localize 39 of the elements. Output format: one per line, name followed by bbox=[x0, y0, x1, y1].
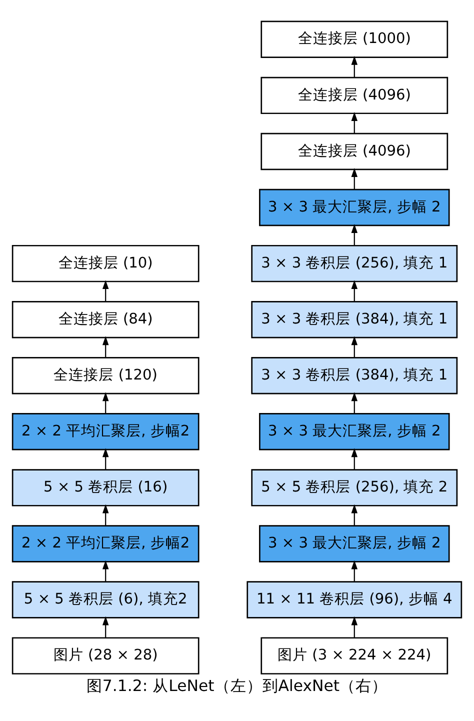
arrow bbox=[102, 616, 109, 638]
node-box: 3 × 3 卷积层 (384), 填充 1 bbox=[251, 300, 458, 338]
arrow bbox=[351, 448, 358, 470]
node-box: 11 × 11 卷积层 (96), 步幅 4 bbox=[246, 581, 462, 618]
arrow bbox=[102, 336, 109, 358]
arrow bbox=[102, 560, 109, 582]
node-box: 全连接层 (84) bbox=[12, 300, 200, 338]
arrow bbox=[351, 56, 358, 78]
arrow bbox=[102, 448, 109, 470]
node-box: 3 × 3 最大汇聚层, 步幅 2 bbox=[259, 525, 450, 562]
arrow bbox=[102, 504, 109, 526]
node-box: 2 × 2 平均汇聚层, 步幅2 bbox=[12, 413, 200, 450]
arrow bbox=[351, 616, 358, 638]
node-box: 全连接层 (4096) bbox=[260, 76, 448, 114]
caption: 图7.1.2: 从LeNet（左）到AlexNet（右） bbox=[86, 676, 388, 695]
node-box: 5 × 5 卷积层 (6), 填充2 bbox=[12, 581, 200, 618]
node-box: 5 × 5 卷积层 (16) bbox=[12, 469, 200, 506]
arrow bbox=[351, 336, 358, 358]
arrow bbox=[351, 168, 358, 190]
node-box: 3 × 3 卷积层 (384), 填充 1 bbox=[251, 357, 458, 394]
arrow bbox=[351, 392, 358, 414]
node-box: 图片 (28 × 28) bbox=[12, 637, 200, 674]
node-box: 3 × 3 卷积层 (256), 填充 1 bbox=[251, 244, 458, 282]
node-box: 全连接层 (4096) bbox=[260, 132, 448, 170]
arrow bbox=[351, 112, 358, 134]
node-box: 全连接层 (1000) bbox=[260, 20, 448, 58]
arrow bbox=[351, 560, 358, 582]
node-box: 图片 (3 × 224 × 224) bbox=[260, 637, 448, 674]
node-box: 2 × 2 平均汇聚层, 步幅2 bbox=[12, 525, 200, 562]
arrow bbox=[351, 224, 358, 246]
node-box: 5 × 5 卷积层 (256), 填充 2 bbox=[251, 469, 458, 506]
node-box: 3 × 3 最大汇聚层, 步幅 2 bbox=[259, 188, 450, 226]
arrow bbox=[102, 280, 109, 302]
arrow bbox=[351, 504, 358, 526]
node-box: 全连接层 (120) bbox=[12, 357, 200, 394]
node-box: 3 × 3 最大汇聚层, 步幅 2 bbox=[259, 413, 450, 450]
node-box: 全连接层 (10) bbox=[12, 244, 200, 282]
arrow bbox=[351, 280, 358, 302]
arrow bbox=[102, 392, 109, 414]
